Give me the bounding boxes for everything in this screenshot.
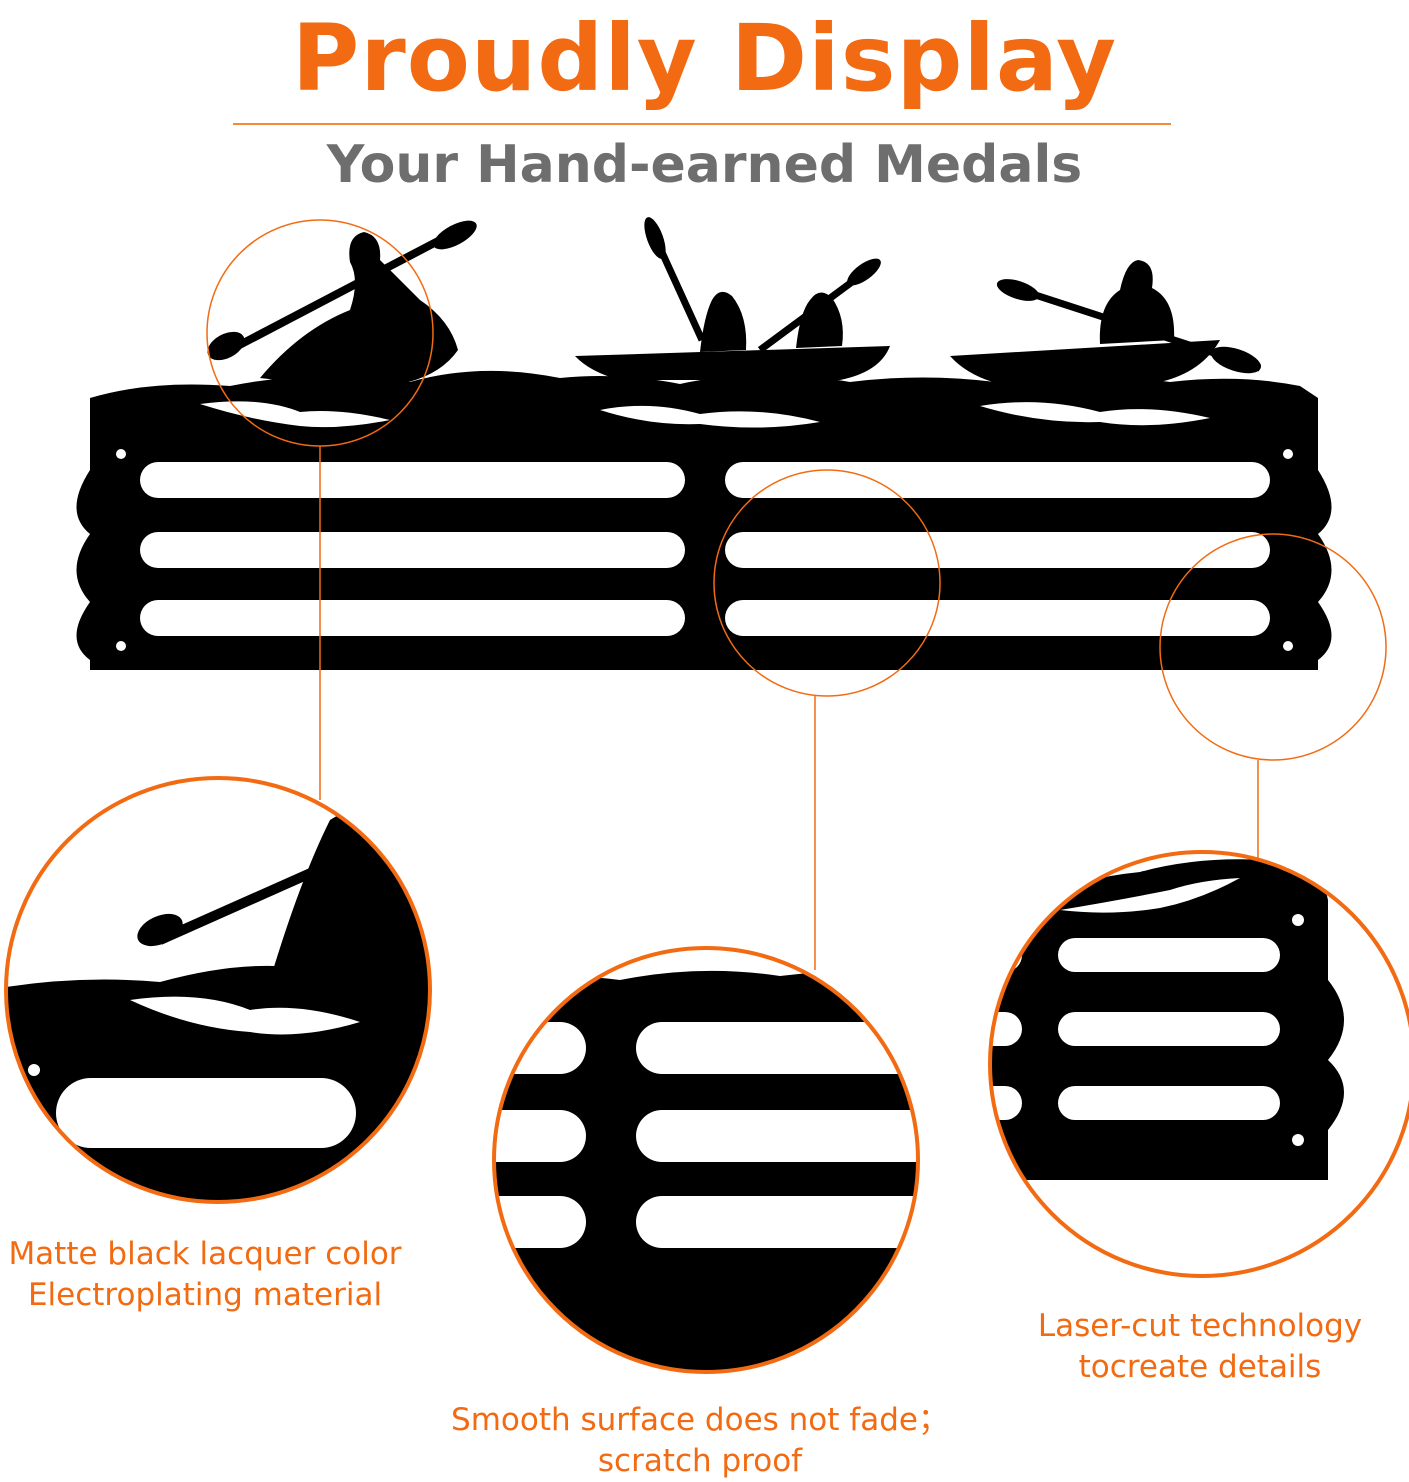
highlight-circle-right bbox=[1159, 533, 1387, 761]
zoom-circle-left bbox=[4, 776, 432, 1204]
feature-caption-line: tocreate details bbox=[1078, 1349, 1322, 1385]
feature-caption-line: Laser-cut technology bbox=[1037, 1308, 1363, 1344]
feature-caption-line: scratch proof bbox=[597, 1443, 803, 1479]
feature-caption-laser: Laser-cut technology tocreate details bbox=[1010, 1306, 1390, 1388]
page-title: Proudly Display bbox=[291, 5, 1118, 112]
page-subtitle: Your Hand-earned Medals bbox=[326, 135, 1083, 195]
feature-caption-line: Electroplating material bbox=[27, 1277, 383, 1313]
feature-caption-finish: Matte black lacquer color Electroplating… bbox=[0, 1234, 410, 1316]
zoom-circle-middle bbox=[492, 946, 920, 1374]
feature-caption-line: Matte black lacquer color bbox=[8, 1236, 402, 1272]
zoom-circle-right bbox=[988, 850, 1409, 1278]
feature-caption-surface: Smooth surface does not fade； scratch pr… bbox=[440, 1400, 960, 1482]
medal-hanger bbox=[76, 217, 1332, 670]
highlight-circle-middle bbox=[713, 469, 941, 697]
title-divider bbox=[233, 123, 1171, 125]
feature-caption-line: Smooth surface does not fade； bbox=[451, 1402, 949, 1438]
